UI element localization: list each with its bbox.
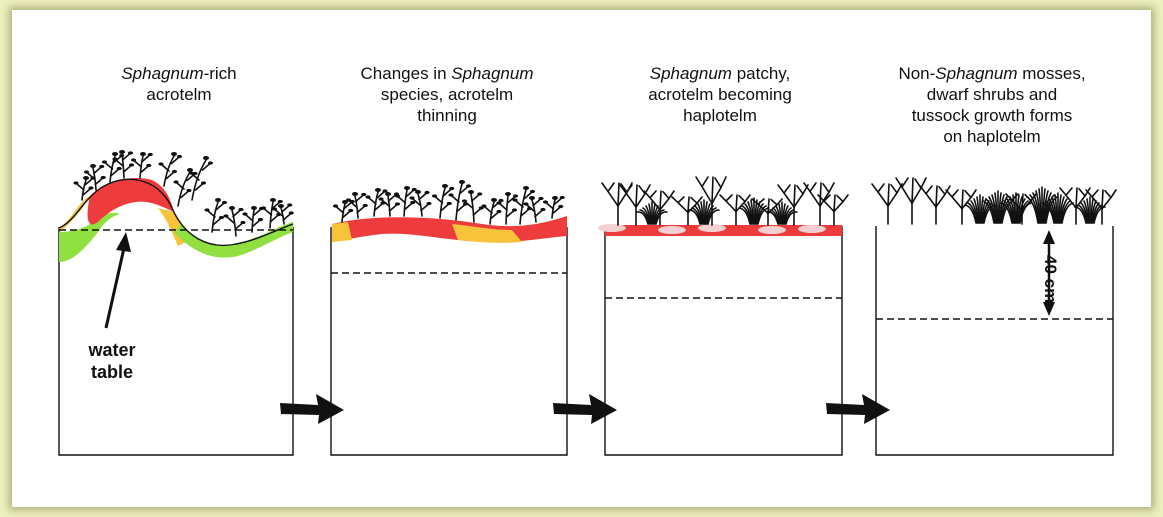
panel-box-4 [876,226,1113,455]
shrub-3-1 [602,183,632,225]
moss-plant-2-5 [395,186,417,216]
moss-plant-1-5 [131,152,153,178]
shrub-3-4 [672,197,702,225]
depth-40cm-label: 40 cm [1020,255,1060,335]
tussock-3-1 [637,202,667,224]
sphagnum-gap-4 [758,226,786,234]
moss-plant-1-10 [223,206,245,236]
moss-plant-2-7 [432,184,454,218]
moss-plant-1-9 [204,198,227,232]
tussock-4-6 [1075,197,1105,223]
transition-arrow-2 [553,394,617,424]
water-table-pointer-head [116,232,131,252]
transition-arrow-1 [280,394,344,424]
shrub-4-2 [896,178,926,224]
moss-plant-1-6 [158,152,182,186]
moss-plant-2-9 [462,190,484,222]
sphagnum-gap-2 [658,226,686,234]
moss-plant-2-12 [512,186,535,224]
panel-box-3 [605,226,842,455]
moss-plant-2-11 [496,192,518,224]
tussock-3-2 [689,200,719,224]
acrotelm-band-2 [332,216,567,242]
panel-box-2 [331,227,567,455]
acrotelm-red-hummock [88,178,174,224]
moss-plant-2-8 [448,180,471,220]
sphagnum-gap-5 [798,225,826,233]
moss-plant-2-14 [543,196,565,218]
transition-arrow-3 [826,394,890,424]
water-table-pointer [106,248,124,328]
shrub-3-9 [804,183,834,225]
acrotelm-green-hollow [174,222,293,258]
shrub-4-1 [872,184,902,224]
moss-plant-1-11 [242,206,264,232]
depth-arrow-top [1043,230,1055,244]
sphagnum-gap-1 [598,224,626,232]
moss-plant-1-8 [188,156,213,200]
moss-plant-1-7 [173,168,197,206]
moss-plant-2-13 [523,196,545,222]
shrub-3-10 [818,195,848,225]
shrub-4-3 [920,186,950,224]
